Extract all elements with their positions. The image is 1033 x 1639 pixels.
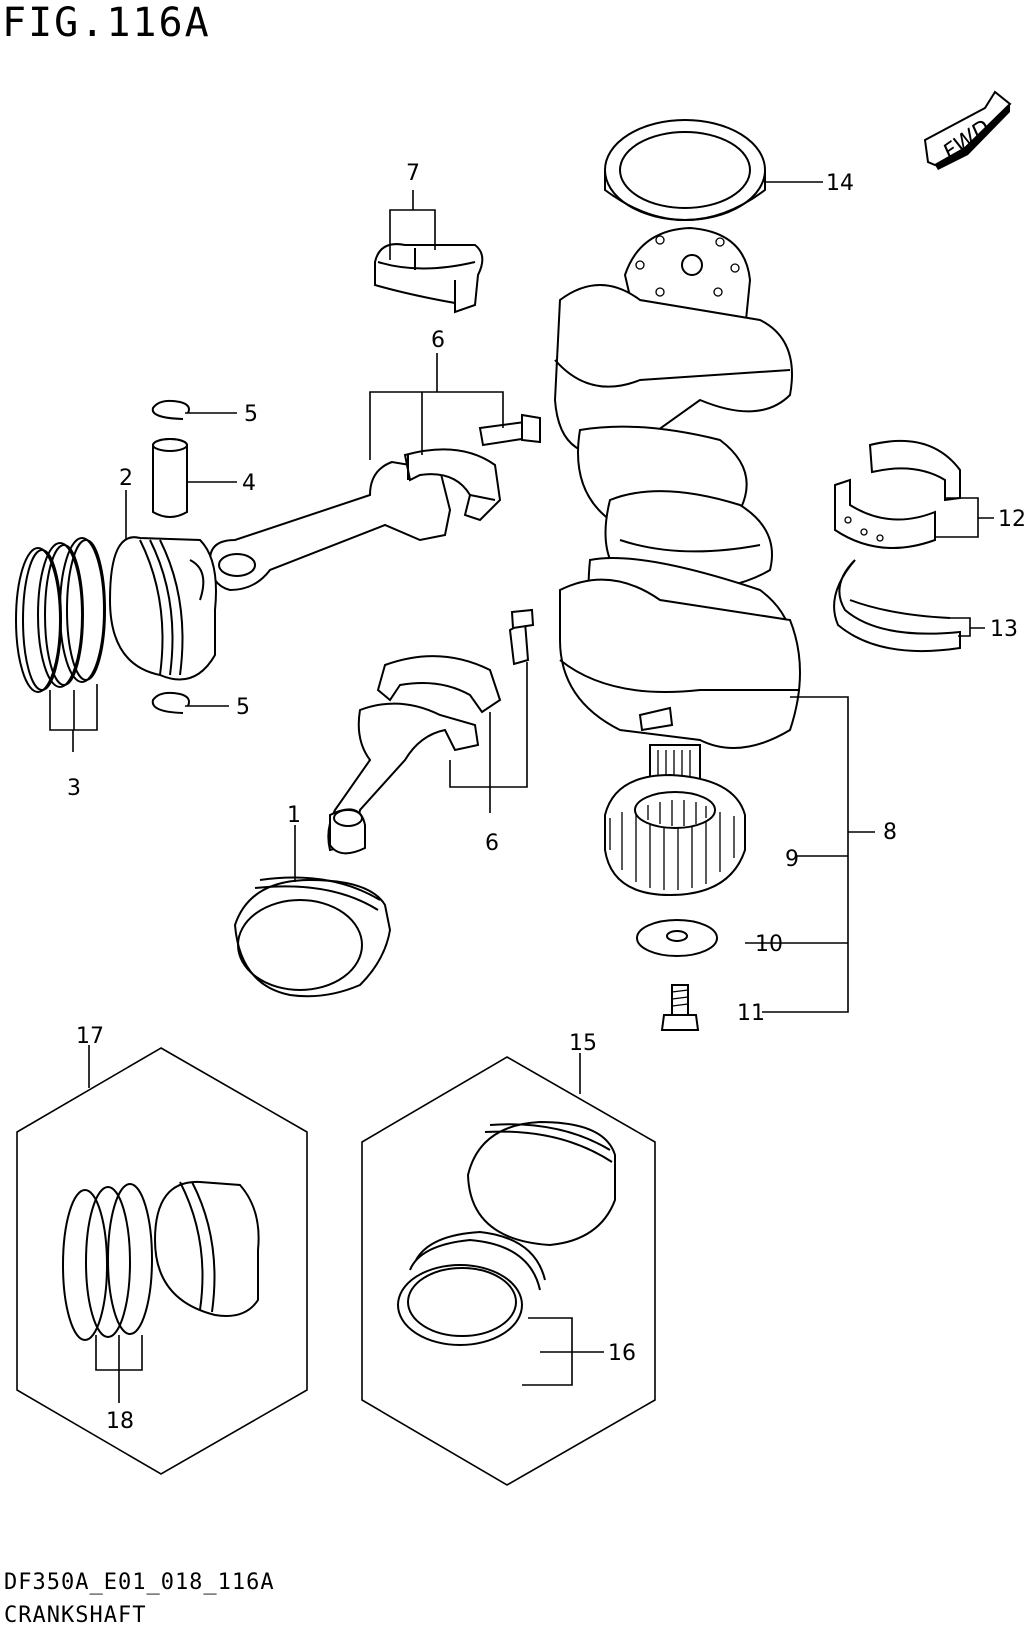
figure-name: CRANKSHAFT [4,1603,147,1628]
callout-16-leader [522,1317,604,1386]
oil-seal-part [604,119,766,221]
callout-8-leader [745,696,875,1013]
callout-6b-leader [449,662,528,813]
callout-12-leader [935,497,994,538]
figure-code: DF350A_E01_018_116A [4,1570,275,1595]
thrust-bearing-part [833,559,961,653]
piston-upper-part [108,536,217,681]
crank-gear-part [604,773,746,897]
crank-bolt-part [660,984,700,1031]
callout-4: 4 [242,471,256,496]
callout-16: 16 [608,1341,636,1366]
main-bearing-part [834,439,961,549]
piston-rings-part [15,537,106,693]
piston-pin-clip-part [151,399,190,714]
callout-1: 1 [287,803,301,828]
callout-6b: 6 [485,831,499,856]
callout-7: 7 [406,161,420,186]
callout-18: 18 [106,1409,134,1434]
callout-5b: 5 [236,695,250,720]
callout-13-leader [950,617,985,637]
fwd-arrow-icon: FWD [923,90,1012,170]
callout-13: 13 [990,617,1018,642]
piston-kit-os-part [361,1056,656,1486]
callout-3-leader [49,684,98,752]
piston-kit-std-part [16,1047,308,1475]
figure-title: FIG.116A [2,0,211,46]
crankshaft-part [553,226,801,796]
callout-14: 14 [826,171,854,196]
callout-7-leader [389,190,436,260]
callout-9: 9 [785,847,799,872]
piston-lower-part [233,876,392,998]
conrod-bearing-part [374,243,484,314]
callout-8: 8 [883,820,897,845]
callout-17: 17 [76,1024,104,1049]
callout-6a-leader [369,353,504,460]
callout-12: 12 [998,507,1026,532]
callout-11: 11 [737,1001,765,1026]
crank-washer-part [636,919,718,957]
callout-18-leader [95,1335,143,1403]
callout-15: 15 [569,1031,597,1056]
callout-5a: 5 [244,402,258,427]
callout-2: 2 [119,466,133,491]
conrod-lower-part [327,608,535,855]
callout-3: 3 [67,776,81,801]
callout-10: 10 [755,932,783,957]
callout-6a: 6 [431,328,445,353]
piston-pin-part [152,438,188,518]
conrod-upper-part [208,413,541,592]
